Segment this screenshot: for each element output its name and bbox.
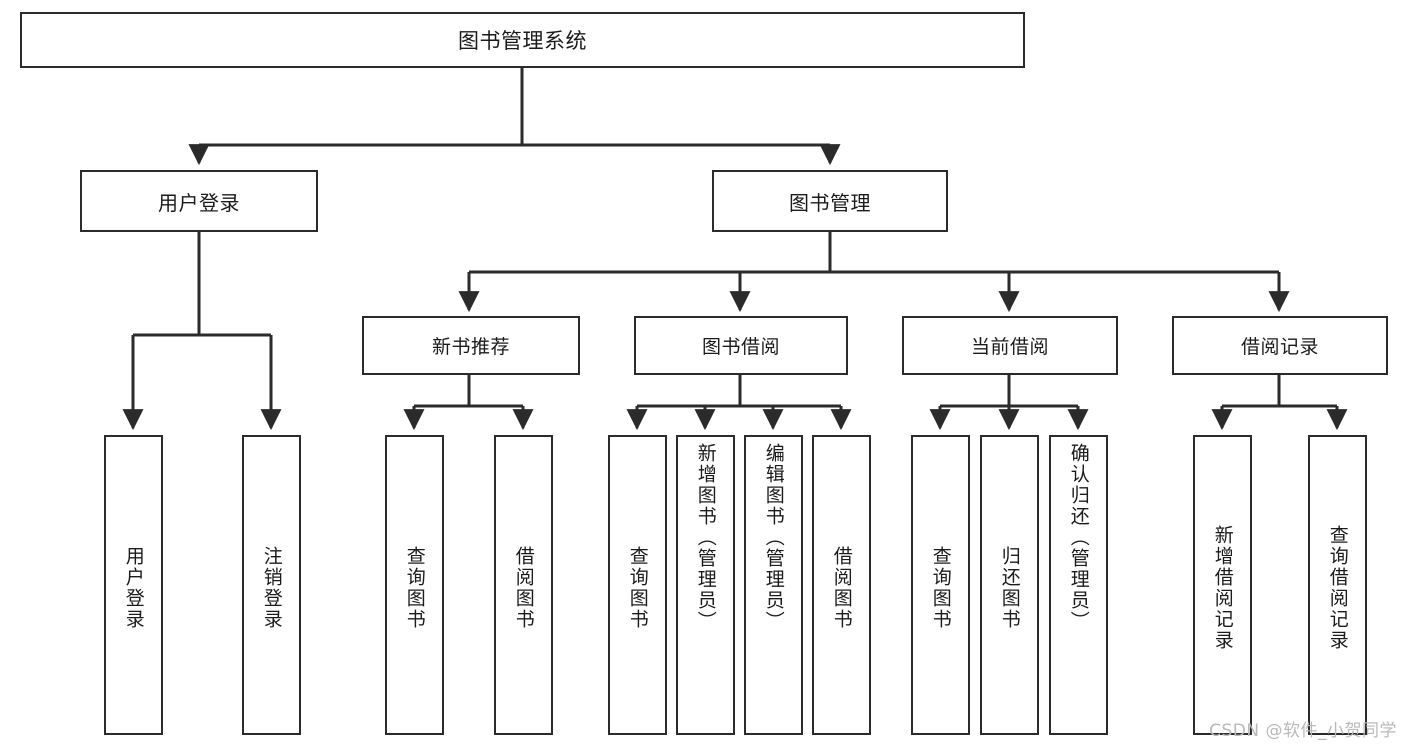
node-book-management-label: 图书管理 <box>789 190 871 215</box>
leaf-borrow-borrow-book-label: 借阅图书 <box>830 546 853 630</box>
leaf-current-query-book-label: 查询图书 <box>929 546 952 630</box>
node-new-book-recommend[interactable]: 新书推荐 <box>362 316 580 375</box>
leaf-current-confirm-return-inner: 确认归还（管理员） <box>1051 443 1106 733</box>
leaf-record-query-label: 查询借阅记录 <box>1326 525 1349 651</box>
node-book-borrow-label: 图书借阅 <box>701 336 780 358</box>
leaf-new-book-borrow[interactable]: 借阅图书 <box>494 435 553 735</box>
node-root[interactable]: 图书管理系统 <box>20 12 1025 68</box>
leaf-current-return-book[interactable]: 归还图书 <box>980 435 1039 735</box>
leaf-record-add-inner: 新增借阅记录 <box>1195 443 1250 733</box>
node-book-borrow[interactable]: 图书借阅 <box>634 316 848 375</box>
node-user-login[interactable]: 用户登录 <box>80 170 318 232</box>
leaf-borrow-borrow-book[interactable]: 借阅图书 <box>812 435 871 735</box>
leaf-current-query-book-inner: 查询图书 <box>913 443 968 733</box>
leaf-borrow-add-book[interactable]: 新增图书（管理员） <box>676 435 735 735</box>
leaf-user-login-login[interactable]: 用户登录 <box>104 435 163 735</box>
node-new-book-recommend-label: 新书推荐 <box>431 336 510 358</box>
leaf-new-book-query-label: 查询图书 <box>403 546 426 630</box>
leaf-current-return-book-label: 归还图书 <box>998 546 1021 630</box>
leaf-record-add[interactable]: 新增借阅记录 <box>1193 435 1252 735</box>
leaf-user-login-logout-inner: 注销登录 <box>244 443 299 733</box>
leaf-borrow-add-book-inner: 新增图书（管理员） <box>678 443 733 733</box>
leaf-record-query-inner: 查询借阅记录 <box>1310 443 1365 733</box>
leaf-current-confirm-return-label: 确认归还（管理员） <box>1067 443 1090 632</box>
leaf-current-return-book-inner: 归还图书 <box>982 443 1037 733</box>
leaf-user-login-logout[interactable]: 注销登录 <box>242 435 301 735</box>
leaf-current-confirm-return[interactable]: 确认归还（管理员） <box>1049 435 1108 735</box>
leaf-user-login-login-label: 用户登录 <box>122 546 145 630</box>
node-borrow-record-label: 借阅记录 <box>1240 336 1319 358</box>
node-root-label: 图书管理系统 <box>458 29 587 53</box>
leaf-user-login-login-inner: 用户登录 <box>106 443 161 733</box>
node-current-borrow[interactable]: 当前借阅 <box>902 316 1118 375</box>
leaf-record-add-label: 新增借阅记录 <box>1211 525 1234 651</box>
leaf-current-query-book[interactable]: 查询图书 <box>911 435 970 735</box>
leaf-record-query[interactable]: 查询借阅记录 <box>1308 435 1367 735</box>
leaf-borrow-query-book-label: 查询图书 <box>626 546 649 630</box>
leaf-borrow-add-book-label: 新增图书（管理员） <box>694 443 717 632</box>
leaf-new-book-query-inner: 查询图书 <box>387 443 442 733</box>
leaf-borrow-query-book[interactable]: 查询图书 <box>608 435 667 735</box>
leaf-new-book-borrow-label: 借阅图书 <box>512 546 535 630</box>
leaf-new-book-borrow-inner: 借阅图书 <box>496 443 551 733</box>
node-current-borrow-label: 当前借阅 <box>970 336 1049 358</box>
leaf-user-login-logout-label: 注销登录 <box>260 546 283 630</box>
node-borrow-record[interactable]: 借阅记录 <box>1172 316 1388 375</box>
leaf-new-book-query[interactable]: 查询图书 <box>385 435 444 735</box>
leaf-borrow-edit-book-inner: 编辑图书（管理员） <box>746 443 801 733</box>
node-book-management[interactable]: 图书管理 <box>712 170 948 232</box>
leaf-borrow-edit-book[interactable]: 编辑图书（管理员） <box>744 435 803 735</box>
leaf-borrow-borrow-book-inner: 借阅图书 <box>814 443 869 733</box>
node-user-login-label: 用户登录 <box>158 190 240 215</box>
leaf-borrow-edit-book-label: 编辑图书（管理员） <box>762 443 785 632</box>
leaf-borrow-query-book-inner: 查询图书 <box>610 443 665 733</box>
